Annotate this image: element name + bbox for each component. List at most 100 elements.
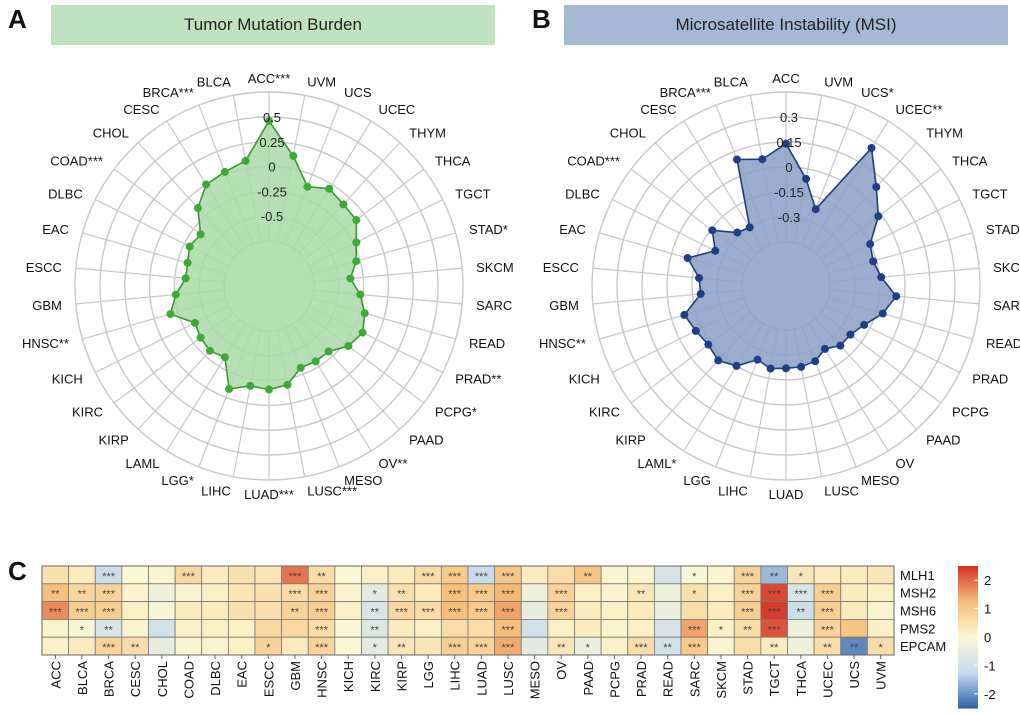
heatmap-significance: *** [76, 607, 90, 619]
radar-point [220, 353, 229, 362]
colorbar-segment [958, 655, 978, 659]
radar-point [352, 216, 361, 225]
heatmap-cell [653, 601, 682, 620]
heatmap-cell [707, 601, 735, 620]
radar-category-label: TGCT [455, 186, 490, 201]
heatmap-significance: *** [502, 642, 516, 654]
heatmap-cell [201, 619, 229, 638]
radar-point [811, 357, 820, 366]
heatmap-cell [201, 583, 229, 602]
heatmap-significance: ** [663, 642, 672, 654]
heatmap-column-label: PCPG [607, 661, 622, 698]
heatmap-border [41, 565, 895, 656]
radar-category-label: KIRP [99, 433, 129, 448]
heatmap-significance: *** [102, 571, 116, 583]
heatmap-cell [574, 619, 602, 638]
colorbar-segment [958, 651, 978, 655]
heatmap-cell [653, 619, 682, 638]
colorbar-segment [958, 603, 978, 607]
radar-category-label: COAD*** [50, 154, 103, 169]
heatmap-cell [148, 565, 176, 585]
heatmap-cell [440, 619, 469, 638]
heatmap-cell [334, 636, 362, 656]
heatmap-column-label: GBM [288, 661, 303, 691]
radar-point [867, 143, 876, 152]
radar-point [696, 289, 705, 298]
heatmap-significance: *** [768, 607, 782, 619]
colorbar-tick-label: 1 [984, 602, 991, 617]
radar-category-label: CHOL [93, 125, 129, 140]
heatmap-significance: *** [502, 589, 516, 601]
radar-category-label: MESO [861, 473, 899, 488]
radar-category-label: MESO [344, 473, 382, 488]
panel-a-letter: A [8, 4, 27, 34]
colorbar-segment [958, 570, 978, 574]
heatmap-significance: *** [502, 607, 516, 619]
colorbar-segment [958, 637, 978, 640]
heatmap-cell [174, 601, 203, 620]
radar-point [225, 385, 234, 394]
heatmap-cell [227, 636, 256, 656]
radar-category-label: ACC*** [248, 71, 291, 86]
heatmap-column-label: LUAD [474, 661, 489, 696]
heatmap-significance: *** [555, 589, 569, 601]
heatmap-cell [866, 601, 895, 620]
radar-category-label: COAD*** [567, 154, 620, 169]
colorbar-segment [958, 587, 978, 591]
heatmap-column-label: PRAD [634, 661, 649, 697]
radar-point [860, 320, 869, 329]
radar-tick-label: 0 [268, 160, 275, 175]
radar-category-label: BLCA [714, 75, 748, 90]
heatmap-significance: *** [502, 571, 516, 583]
heatmap-cell [627, 619, 655, 638]
heatmap-significance: *** [821, 624, 835, 636]
heatmap-significance: * [373, 642, 378, 654]
heatmap-significance: *** [794, 589, 808, 601]
heatmap-cell [414, 583, 442, 602]
colorbar-segment [958, 663, 978, 666]
heatmap-significance: *** [448, 589, 462, 601]
radar-category-label: THCA [435, 154, 471, 169]
heatmap-cell [627, 565, 655, 585]
heatmap-cell [254, 565, 283, 585]
heatmap-column-label: LGG [421, 661, 436, 688]
heatmap-cell [201, 565, 229, 585]
heatmap-cell [574, 583, 602, 602]
radar-category-label: KIRC [589, 404, 620, 419]
radar-category-label: READ** [986, 336, 1020, 351]
radar-point [358, 328, 367, 337]
panel-c-letter: C [8, 556, 27, 586]
heatmap-cell [707, 565, 735, 585]
colorbar-segment [958, 644, 978, 648]
radar-category-label: HNSC** [22, 336, 69, 351]
heatmap-column-label: LUSC [501, 661, 516, 696]
colorbar-segment [958, 646, 978, 650]
radar-category-label: ESCC [543, 260, 579, 275]
heatmap-row-label: MLH1 [900, 568, 935, 583]
heatmap-significance: * [586, 642, 591, 654]
radar-point [325, 184, 334, 193]
radar-category-label: EAC [559, 222, 586, 237]
radar-category-label: THCA [952, 154, 988, 169]
radar-point [782, 139, 790, 148]
heatmap-significance: ** [78, 589, 87, 601]
heatmap-cell [281, 619, 309, 638]
radar-point [185, 242, 194, 251]
heatmap-column-label: LIHC [448, 661, 463, 691]
heatmap-cell [174, 583, 203, 602]
heatmap-column-label: THCA [794, 661, 809, 697]
radar-category-label: LIHC [201, 483, 231, 498]
radar-point [802, 174, 811, 183]
radar-category-label: LUAD*** [244, 487, 294, 502]
heatmap-cell [653, 583, 682, 602]
heatmap-cell [707, 636, 735, 656]
radar-point [878, 309, 887, 318]
heatmap-significance: *** [768, 624, 782, 636]
heatmap-column-label: KIRP [394, 661, 409, 691]
heatmap-significance: *** [475, 571, 489, 583]
heatmap-column-label: DLBC [208, 661, 223, 696]
heatmap-cell [121, 565, 149, 585]
heatmap-cell [866, 619, 895, 638]
colorbar-segment [958, 677, 978, 681]
heatmap-cell [813, 565, 842, 585]
